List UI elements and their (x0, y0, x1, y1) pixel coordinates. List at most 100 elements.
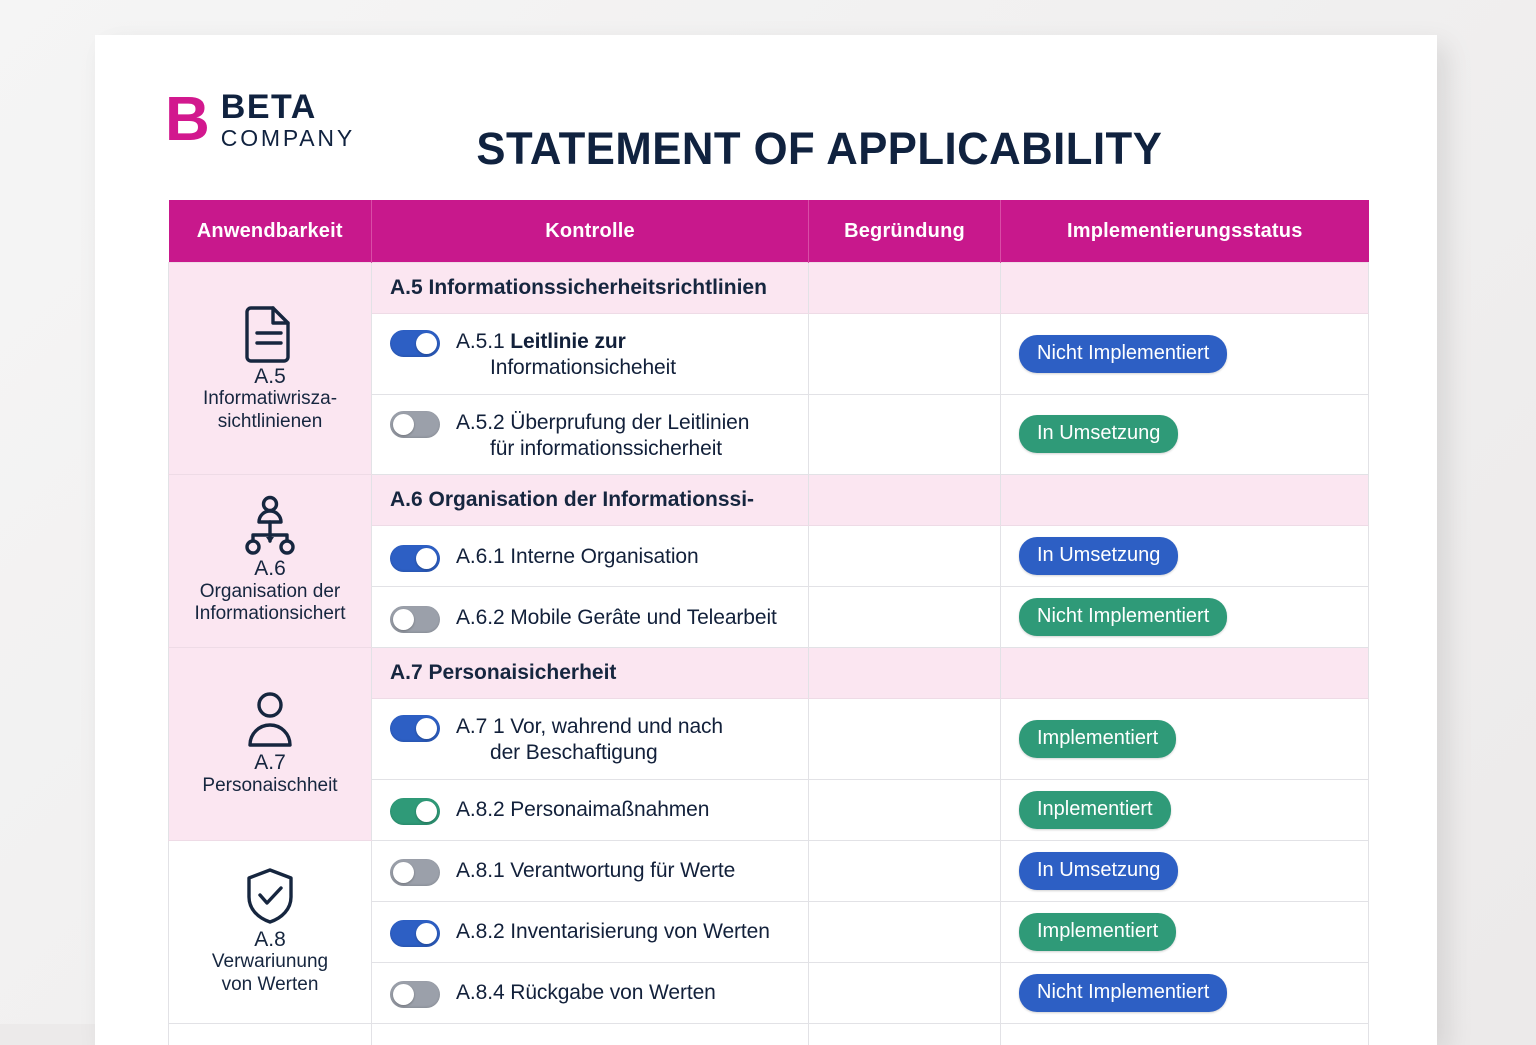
status-badge[interactable]: In Umsetzung (1019, 537, 1178, 575)
status-cell: In Umsetzung (1001, 526, 1369, 587)
control-cell: A.6.2 Mobile Gerâte und Telearbeit (372, 587, 809, 648)
status-badge[interactable]: Inplementiert (1019, 791, 1171, 829)
status-cell: Nicht Implementiert (1001, 962, 1369, 1023)
org-chart-icon (175, 494, 365, 556)
toggle-knob (416, 801, 437, 822)
page-title: STATEMENT OF APPLICABILITY (115, 123, 1417, 175)
status-badge[interactable]: Implementiert (1019, 913, 1176, 951)
control-label: A.8.4 Rückgabe von Werten (456, 977, 716, 1006)
table-row-partial (169, 1023, 1369, 1045)
category-code: A.6 (175, 557, 365, 581)
toggle-knob (393, 609, 414, 630)
partial-cell (809, 1023, 1001, 1045)
category-code: A.5 (175, 365, 365, 389)
control-label: A.8.2 Personaimaßnahmen (456, 794, 709, 823)
toggle-knob (393, 984, 414, 1005)
section-status-cell (1001, 263, 1369, 314)
justification-cell[interactable] (809, 840, 1001, 901)
status-badge[interactable]: Nicht Implementiert (1019, 335, 1227, 373)
logo-name-beta: BETA (221, 90, 355, 124)
category-name: Personaischheit (175, 775, 365, 797)
status-badge[interactable]: In Umsetzung (1019, 415, 1178, 453)
justification-cell[interactable] (809, 526, 1001, 587)
justification-cell[interactable] (809, 314, 1001, 395)
status-badge[interactable]: In Umsetzung (1019, 852, 1178, 890)
applicability-table: Anwendbarkeit Kontrolle Begründung Imple… (168, 200, 1369, 1045)
section-justification-cell (809, 475, 1001, 526)
toggle-knob (416, 923, 437, 944)
control-cell: A.8.2 Personaimaßnahmen (372, 779, 809, 840)
control-label: A.8.2 Inventarisierung von Werten (456, 916, 770, 945)
status-cell: In Umsetzung (1001, 394, 1369, 475)
toggle-knob (416, 333, 437, 354)
justification-cell[interactable] (809, 901, 1001, 962)
document-icon (175, 302, 365, 364)
partial-cell (169, 1023, 372, 1045)
person-icon (175, 688, 365, 750)
section-title: A.6 Organisation der Informationssi- (372, 475, 809, 526)
partial-cell (372, 1023, 809, 1045)
document-header: B BETA COMPANY STATEMENT OF APPLICABILIT… (95, 35, 1437, 195)
control-label: A.8.1 Verantwortung für Werte (456, 855, 735, 884)
control-label: A.6.1 Interne Organisation (456, 541, 699, 570)
section-status-cell (1001, 475, 1369, 526)
justification-cell[interactable] (809, 394, 1001, 475)
justification-cell[interactable] (809, 962, 1001, 1023)
toggle-switch-on[interactable] (390, 798, 440, 825)
table-header: Anwendbarkeit Kontrolle Begründung Imple… (169, 200, 1369, 263)
section-title: A.7 Personaisicherheit (372, 648, 809, 699)
document-sheet: B BETA COMPANY STATEMENT OF APPLICABILIT… (95, 35, 1437, 1045)
toggle-switch-off[interactable] (390, 411, 440, 438)
toggle-switch-on[interactable] (390, 715, 440, 742)
justification-cell[interactable] (809, 779, 1001, 840)
shield-check-icon (175, 865, 365, 927)
section-title: A.5 Informationssicherheitsrichtlinien (372, 263, 809, 314)
column-header-justification: Begründung (809, 200, 1001, 263)
status-cell: Nicht Implementiert (1001, 314, 1369, 395)
justification-cell[interactable] (809, 699, 1001, 780)
toggle-switch-off[interactable] (390, 606, 440, 633)
status-badge[interactable]: Implementiert (1019, 720, 1176, 758)
column-header-status: Implementierungsstatus (1001, 200, 1369, 263)
column-header-applicability: Anwendbarkeit (169, 200, 372, 263)
column-header-control: Kontrolle (372, 200, 809, 263)
toggle-switch-off[interactable] (390, 859, 440, 886)
status-cell: Implementiert (1001, 699, 1369, 780)
toggle-knob (416, 718, 437, 739)
status-badge[interactable]: Nicht Implementiert (1019, 974, 1227, 1012)
toggle-switch-on[interactable] (390, 545, 440, 572)
partial-cell (1001, 1023, 1369, 1045)
toggle-switch-on[interactable] (390, 330, 440, 357)
toggle-switch-off[interactable] (390, 981, 440, 1008)
justification-cell[interactable] (809, 587, 1001, 648)
status-badge[interactable]: Nicht Implementiert (1019, 598, 1227, 636)
status-cell: Inplementiert (1001, 779, 1369, 840)
category-code: A.8 (175, 928, 365, 952)
status-cell: In Umsetzung (1001, 840, 1369, 901)
control-cell: A.8.2 Inventarisierung von Werten (372, 901, 809, 962)
category-name: Informatiwrisza-sichtlinienen (175, 388, 365, 433)
toggle-knob (393, 862, 414, 883)
section-status-cell (1001, 648, 1369, 699)
status-cell: Implementiert (1001, 901, 1369, 962)
section-justification-cell (809, 648, 1001, 699)
section-justification-cell (809, 263, 1001, 314)
toggle-switch-on[interactable] (390, 920, 440, 947)
category-code: A.7 (175, 751, 365, 775)
